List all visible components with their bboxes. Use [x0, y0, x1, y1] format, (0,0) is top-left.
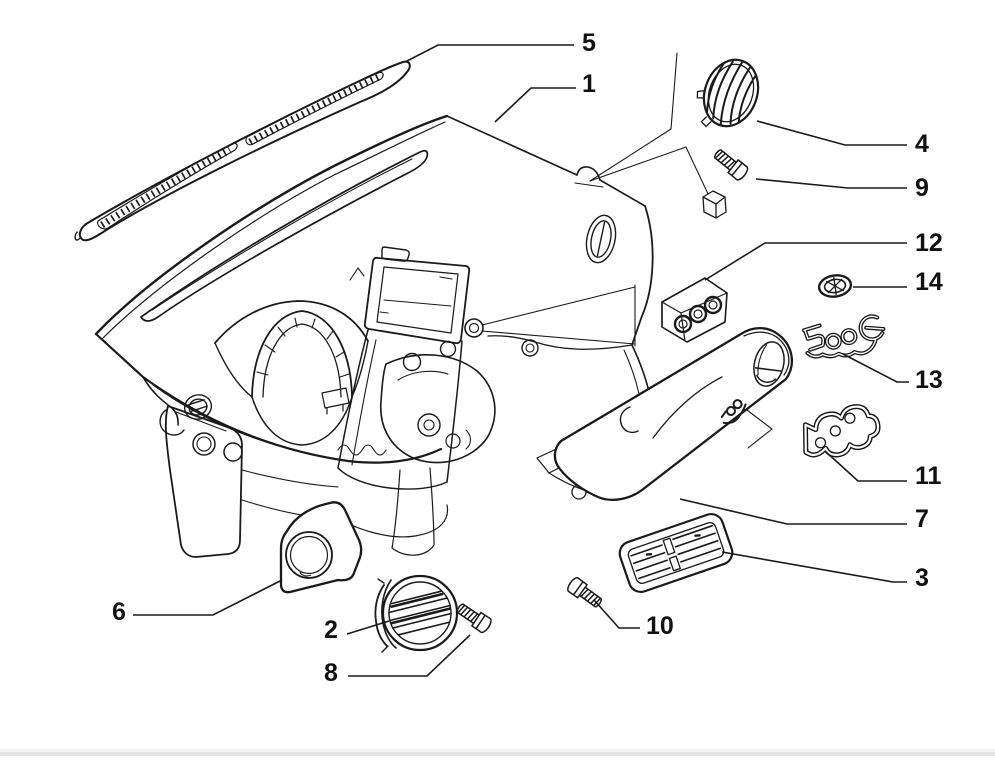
callout-3-leader [721, 551, 907, 583]
part-12-grommet-set [661, 277, 728, 343]
callout-5-leader [404, 44, 574, 63]
callout-14-label: 14 [915, 268, 943, 296]
bottom-bar-highlight [0, 749, 995, 752]
callout-2-label: 2 [324, 616, 338, 644]
callout-9-leader [755, 178, 907, 189]
mounting-bracket [702, 190, 727, 219]
callout-2-leader [346, 620, 390, 635]
bottom-bar [0, 752, 995, 756]
callout-12-leader [704, 242, 907, 281]
callout-11-label: 11 [915, 462, 942, 490]
part-4-demister-grille [696, 58, 760, 128]
part-3-center-vent-grille [618, 512, 734, 594]
part-6-side-vent-bezel [279, 501, 363, 594]
callout-6-leader [133, 579, 283, 616]
callout-3-label: 3 [915, 564, 929, 592]
callout-6-label: 6 [112, 598, 126, 626]
callout-7-label: 7 [915, 505, 929, 533]
callout-11-leader [824, 450, 907, 482]
part-7-glovebox-lid [553, 326, 794, 501]
install-reference-lines [589, 52, 773, 449]
callout-10-label: 10 [646, 612, 674, 640]
callout-8-leader [348, 634, 471, 677]
part-14-retaining-clip [817, 274, 853, 298]
callout-5-label: 5 [582, 29, 596, 57]
callout-8-label: 8 [324, 659, 338, 687]
part-2-round-air-vent [374, 574, 459, 653]
callout-13-leader [842, 353, 909, 383]
callout-10-leader [593, 599, 640, 629]
callout-7-leader [679, 498, 907, 525]
callout-12-label: 12 [915, 229, 943, 257]
part-11-badge-gasket [796, 399, 883, 465]
callout-1-leader [494, 87, 576, 123]
callout-4-label: 4 [915, 130, 929, 158]
callout-13-label: 13 [915, 366, 943, 394]
callout-9-label: 9 [915, 174, 929, 202]
part-5-defroster-strip [74, 60, 411, 242]
callout-1-label: 1 [582, 70, 596, 98]
callout-4-leader [756, 120, 907, 146]
